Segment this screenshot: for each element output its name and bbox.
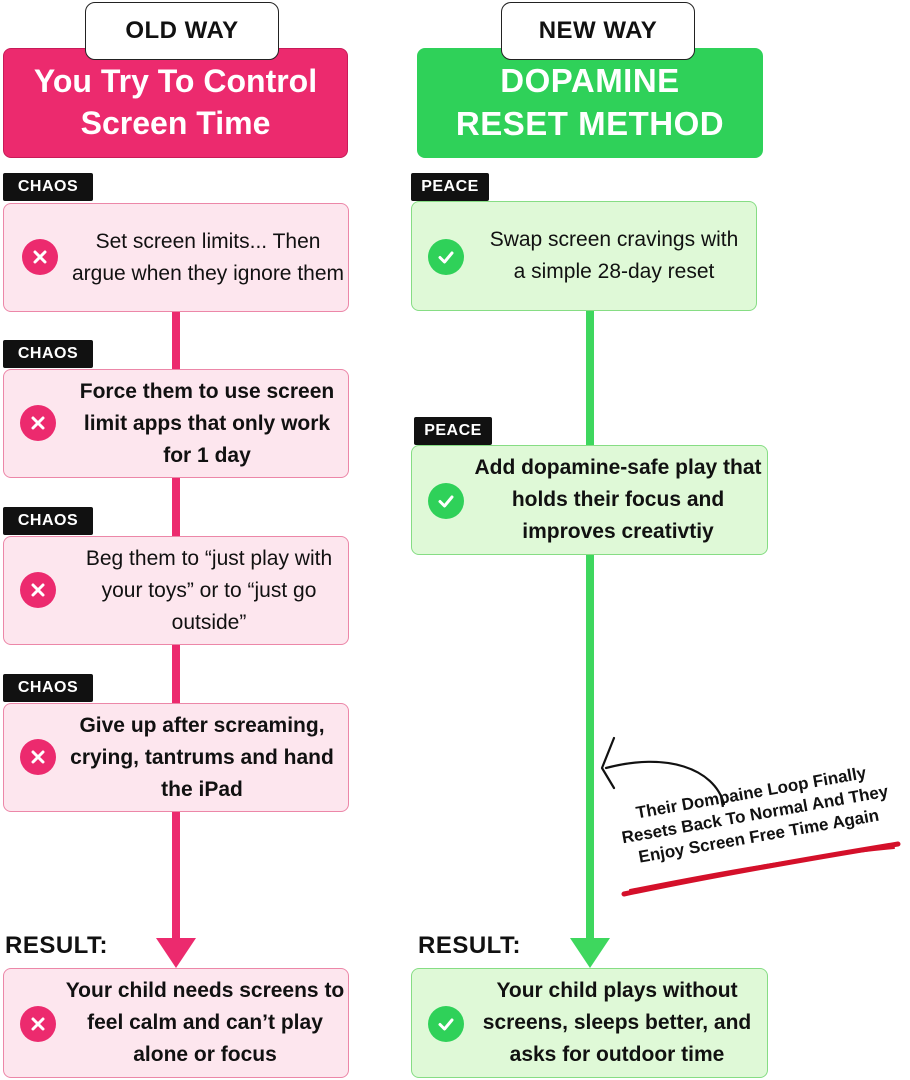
old-step-1-card: Set screen limits... Then argue when the… bbox=[3, 203, 349, 312]
new-flow-line bbox=[586, 310, 594, 942]
old-step-4-card: Give up after screaming, crying, tantrum… bbox=[3, 703, 349, 812]
new-step-2-tag: PEACE bbox=[414, 417, 492, 445]
new-result-label: RESULT: bbox=[418, 932, 522, 959]
old-step-3-card: Beg them to “just play with your toys” o… bbox=[3, 536, 349, 645]
x-circle-icon bbox=[20, 405, 56, 441]
x-circle-icon bbox=[20, 1006, 56, 1042]
new-step-1-card: Swap screen cravings with a simple 28-da… bbox=[411, 201, 757, 311]
old-result-label: RESULT: bbox=[5, 932, 109, 959]
x-circle-icon bbox=[20, 739, 56, 775]
check-circle-icon bbox=[428, 1006, 464, 1042]
new-flow-arrowhead bbox=[570, 938, 610, 968]
old-step-3-text: Beg them to “just play with your toys” o… bbox=[85, 547, 333, 634]
old-step-4-text: Give up after screaming, crying, tantrum… bbox=[70, 714, 334, 801]
check-circle-icon bbox=[428, 239, 464, 275]
old-step-1-tag: CHAOS bbox=[3, 173, 93, 201]
x-circle-icon bbox=[22, 239, 58, 275]
old-step-2-text: Force them to use screen limit apps that… bbox=[79, 380, 335, 467]
old-way-header: You Try To Control Screen Time bbox=[3, 48, 348, 158]
curved-arrow-icon bbox=[600, 736, 726, 806]
new-way-tab: NEW WAY bbox=[501, 2, 695, 60]
old-step-4-tag: CHAOS bbox=[3, 674, 93, 702]
old-flow-arrowhead bbox=[156, 938, 196, 968]
old-result-text: Your child needs screens to feel calm an… bbox=[65, 979, 345, 1066]
new-step-2-text: Add dopamine-safe play that holds their … bbox=[474, 456, 762, 543]
new-step-2-card: Add dopamine-safe play that holds their … bbox=[411, 445, 768, 555]
new-step-1-tag: PEACE bbox=[411, 173, 489, 201]
new-result-card: Your child plays without screens, sleeps… bbox=[411, 968, 768, 1078]
annotation-underline bbox=[621, 841, 901, 897]
old-step-2-tag: CHAOS bbox=[3, 340, 93, 368]
new-step-1-text: Swap screen cravings with a simple 28-da… bbox=[489, 228, 739, 283]
old-way-tab: OLD WAY bbox=[85, 2, 279, 60]
new-way-header: DOPAMINE RESET METHOD bbox=[417, 48, 763, 158]
old-step-1-text: Set screen limits... Then argue when the… bbox=[72, 230, 345, 285]
x-circle-icon bbox=[20, 572, 56, 608]
old-step-3-tag: CHAOS bbox=[3, 507, 93, 535]
check-circle-icon bbox=[428, 483, 464, 519]
old-step-2-card: Force them to use screen limit apps that… bbox=[3, 369, 349, 478]
old-result-card: Your child needs screens to feel calm an… bbox=[3, 968, 349, 1078]
new-result-text: Your child plays without screens, sleeps… bbox=[482, 979, 752, 1066]
